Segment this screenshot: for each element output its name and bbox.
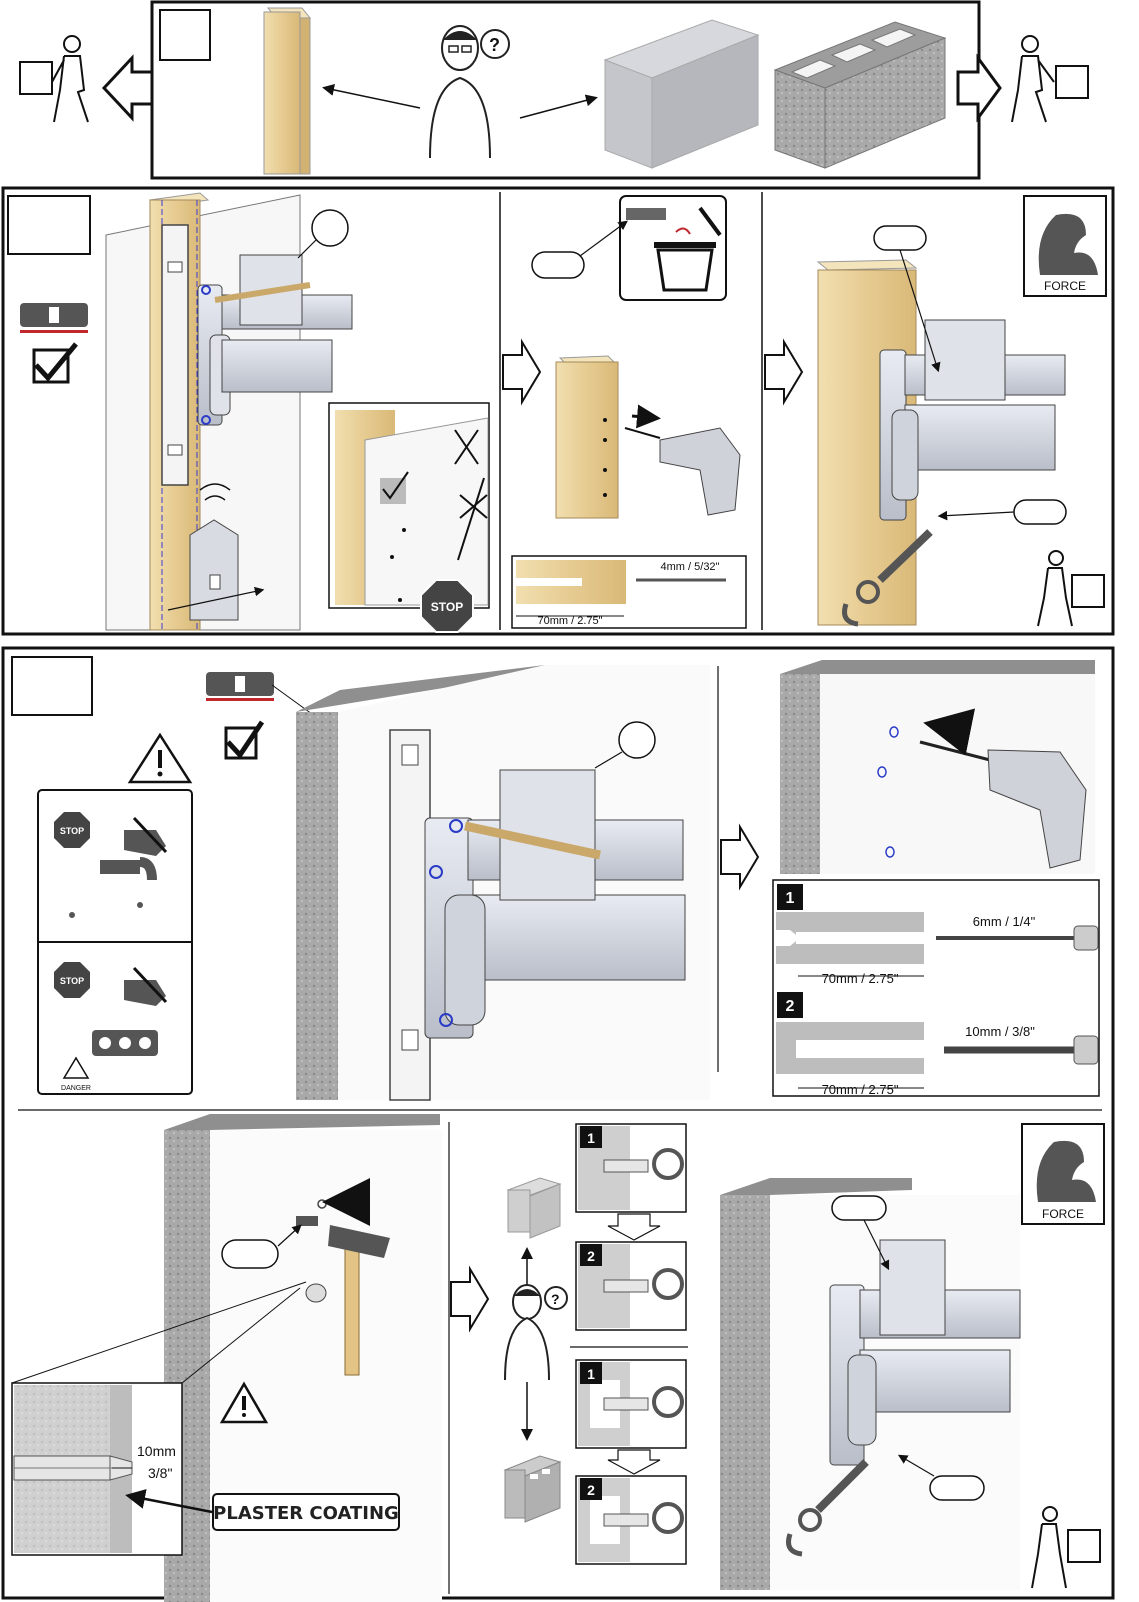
callout-circle [618,721,656,759]
force-badge: FORCE [1023,195,1107,297]
force-badge: FORCE [1021,1123,1105,1225]
step-number-box [159,9,211,61]
svg-text:?: ? [551,1291,560,1307]
electrical-outlet-icon: STOP DANGER [54,962,168,1092]
thinking-person-icon: ? [429,25,510,159]
callout-circle [311,209,349,247]
walking-person-icon [1037,550,1105,627]
solid-anchor-step-2: 2 [575,1241,687,1331]
step-number-box [7,195,91,255]
hollow-anchor-step-2-number: 2 [587,1482,595,1498]
drill-step-1-depth: 70mm / 2.75" [822,971,899,986]
wall-bracket-wood [197,254,353,426]
solid-anchor-step-1-number: 1 [587,1130,595,1146]
stop-sign-icon: STOP [420,579,474,633]
wood-drill-depth: 70mm / 2.75" [537,615,602,627]
hollow-anchor-step-2: 2 [575,1475,687,1565]
warning-triangle-icon [127,732,193,784]
hazard-warning-box: STOP STOP DANGER [37,789,193,1095]
wood-stud-illustration [263,7,312,175]
svg-text:STOP: STOP [60,826,84,836]
solid-anchor-step-2-number: 2 [587,1248,595,1264]
wood-stud-section: STOP [1,186,1115,636]
hollow-anchor-step-1: 1 [575,1359,687,1449]
plaster-depth-line2: 3/8" [148,1465,172,1481]
discard-anchor-icon [619,195,727,301]
drill-step-2-bit-size: 10mm / 3/8" [965,1024,1035,1039]
wood-drill-spec: 70mm / 2.75" 4mm / 5/32" [511,555,747,629]
stop-sign-label: STOP [431,600,463,614]
mounted-bracket-concrete [720,1178,1021,1590]
callout-pill [531,251,585,279]
svg-text:?: ? [489,35,500,55]
step-number-box [11,656,93,716]
stud-finder-icon [167,483,265,621]
danger-label: DANGER [61,1085,91,1092]
wood-drill-bit-size: 4mm / 5/32" [661,561,720,573]
callout-pill [831,1195,887,1221]
arrow-left-to-wood [101,54,154,122]
solid-concrete-block [603,19,760,169]
solid-brick-icon [506,1177,562,1239]
wall-type-selection-panel: ? [19,0,1089,180]
insert-anchor-illustration [164,1114,442,1602]
force-badge-label: FORCE [1044,279,1086,293]
callout-pill [929,1475,985,1501]
callout-pill [1013,499,1067,525]
plaster-coating-label-box: PLASTER COATING [212,1493,400,1531]
drill-step-1-bit-size: 6mm / 1/4" [973,914,1036,929]
plaster-coating-label: PLASTER COATING [213,1503,399,1524]
drill-wood-illustration [555,355,741,519]
mounted-bracket-wood [816,259,1066,626]
walking-person-icon [1031,1506,1101,1589]
force-badge-label: FORCE [1042,1207,1084,1221]
wall-bracket-concrete [389,729,686,1101]
solid-wall-drill-spec: 1 70mm / 2.75" 6mm / 1/4" 2 70mm / 2.75"… [772,879,1100,1097]
level-icon [206,672,274,701]
stud-detail-inset [328,402,490,609]
water-pipe-icon: STOP [54,812,168,918]
hollow-brick-icon [503,1455,562,1523]
checkmark-icon [224,720,265,760]
callout-pill [873,225,927,251]
drill-step-2-number: 2 [786,998,795,1015]
plaster-depth-line1: 10mm [137,1443,176,1459]
solid-anchor-step-1: 1 [575,1123,687,1213]
walking-person-left-icon [19,35,89,123]
walking-person-right-icon [1011,35,1089,123]
wrench-icon [842,529,933,627]
svg-text:STOP: STOP [60,976,84,986]
drill-step-1-number: 1 [786,890,795,907]
concrete-wall-section: STOP STOP DANGER [1,646,1115,1602]
warning-triangle-icon [219,1381,269,1424]
level-icon [20,303,88,333]
drill-step-2-depth: 70mm / 2.75" [822,1082,899,1097]
hollow-concrete-block [773,21,947,169]
plaster-detail-inset: 10mm 3/8" [11,1382,183,1556]
callout-pill [221,1239,279,1269]
drill-concrete-illustration [780,660,1095,874]
checkmark-icon [32,342,78,384]
wrench-icon [786,1459,869,1557]
arrow-right-to-concrete [956,53,1002,123]
hollow-anchor-step-1-number: 1 [587,1366,595,1382]
thinking-person-icon: ? [504,1284,568,1381]
